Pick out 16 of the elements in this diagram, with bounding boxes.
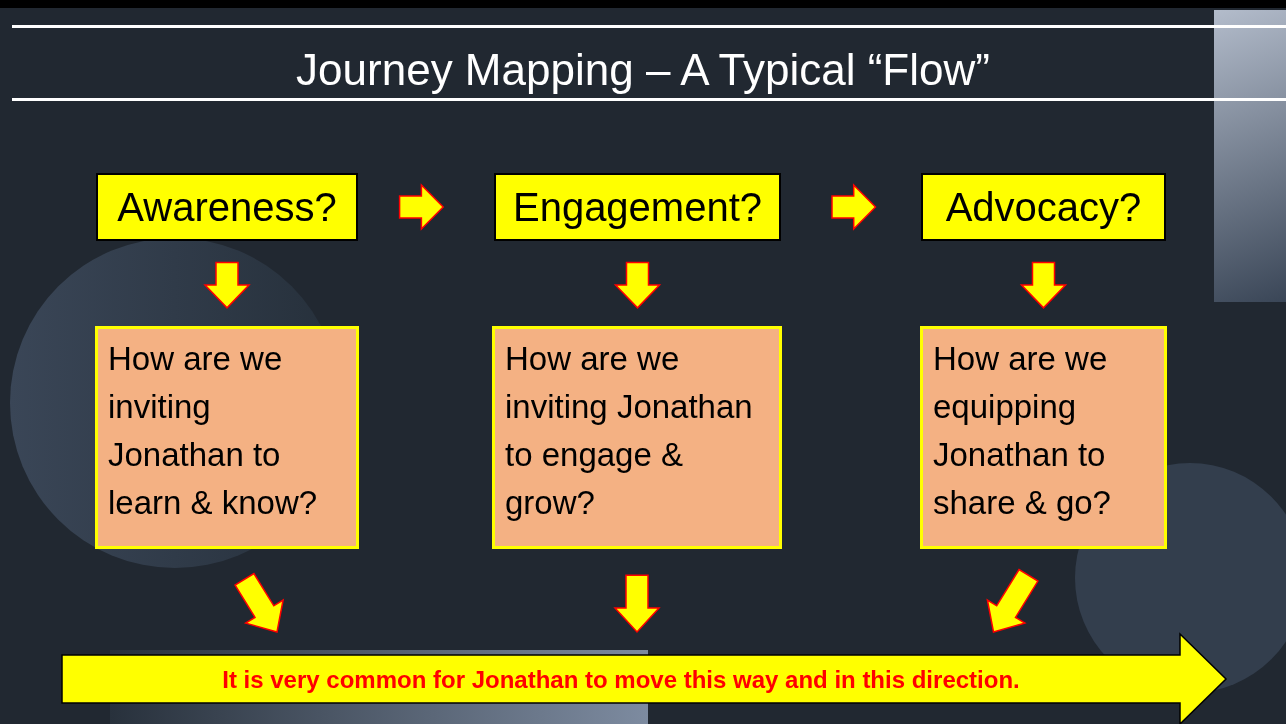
question-box: How are we inviting Jonathan to learn & know? — [95, 326, 359, 549]
block-arrow — [831, 183, 877, 231]
stage-box: Awareness? — [96, 173, 358, 241]
question-box: How are we inviting Jonathan to engage & grow? — [492, 326, 782, 549]
block-arrow — [613, 574, 661, 634]
title: Journey Mapping – A Typical “Flow” — [295, 44, 991, 96]
block-arrow — [986, 568, 1039, 633]
stage-box: Advocacy? — [921, 173, 1166, 241]
block-arrow — [203, 261, 251, 309]
stage-box: Engagement? — [494, 173, 781, 241]
block-arrow — [398, 183, 445, 231]
question-box: How are we equipping Jonathan to share & go? — [920, 326, 1167, 549]
banner-text: It is very common for Jonathan to move this way and in this direction. — [221, 666, 1021, 694]
block-arrow — [234, 572, 285, 633]
block-arrow — [1019, 261, 1068, 309]
block-arrow — [613, 261, 662, 309]
